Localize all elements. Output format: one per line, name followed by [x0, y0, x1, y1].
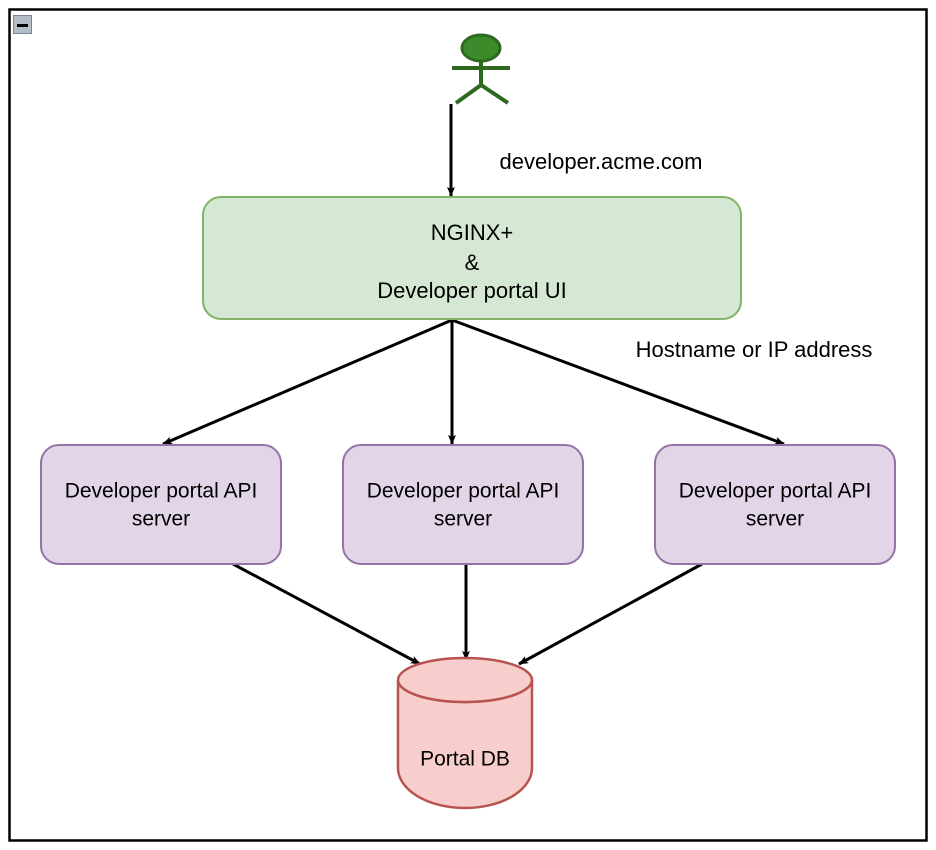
- node-portal-db[interactable]: Portal DB: [396, 656, 534, 810]
- node-nginx-line-3: Developer portal UI: [377, 278, 567, 303]
- node-portal-db-top-ellipse: [396, 656, 534, 704]
- node-api-server-right-line-2: server: [746, 508, 804, 531]
- node-api-server-middle-line-2: server: [434, 508, 492, 531]
- edge-nginx-to-api-left: [162, 318, 453, 446]
- edge-nginx-to-api-right: [451, 318, 785, 446]
- node-nginx-line-1: NGINX+: [431, 220, 514, 245]
- node-api-server-left[interactable]: Developer portal API server: [40, 444, 282, 565]
- node-api-server-middle[interactable]: Developer portal API server: [342, 444, 584, 565]
- node-api-server-left-line-1: Developer portal API: [65, 480, 258, 503]
- node-nginx-portal-ui[interactable]: NGINX+ & Developer portal UI: [202, 196, 742, 320]
- node-api-server-right-line-1: Developer portal API: [679, 480, 872, 503]
- edge-label-developer-acme-com: developer.acme.com: [500, 149, 703, 174]
- node-portal-db-label: Portal DB: [420, 748, 510, 771]
- edge-api-right-to-db: [518, 562, 703, 666]
- node-api-server-middle-shape: [342, 444, 584, 565]
- minus-icon: [17, 24, 28, 27]
- collapse-toggle-button[interactable]: [13, 15, 32, 34]
- node-nginx-line-2: &: [465, 250, 480, 275]
- node-api-server-left-shape: [40, 444, 282, 565]
- edge-api-left-to-db: [232, 562, 421, 666]
- node-api-server-left-line-2: server: [132, 508, 190, 531]
- node-api-server-middle-line-1: Developer portal API: [367, 480, 560, 503]
- node-api-server-right[interactable]: Developer portal API server: [654, 444, 896, 565]
- user-actor-icon: [452, 33, 510, 105]
- node-nginx-shape: [202, 196, 742, 320]
- edge-label-hostname-or-ip: Hostname or IP address: [636, 337, 873, 362]
- node-api-server-right-shape: [654, 444, 896, 565]
